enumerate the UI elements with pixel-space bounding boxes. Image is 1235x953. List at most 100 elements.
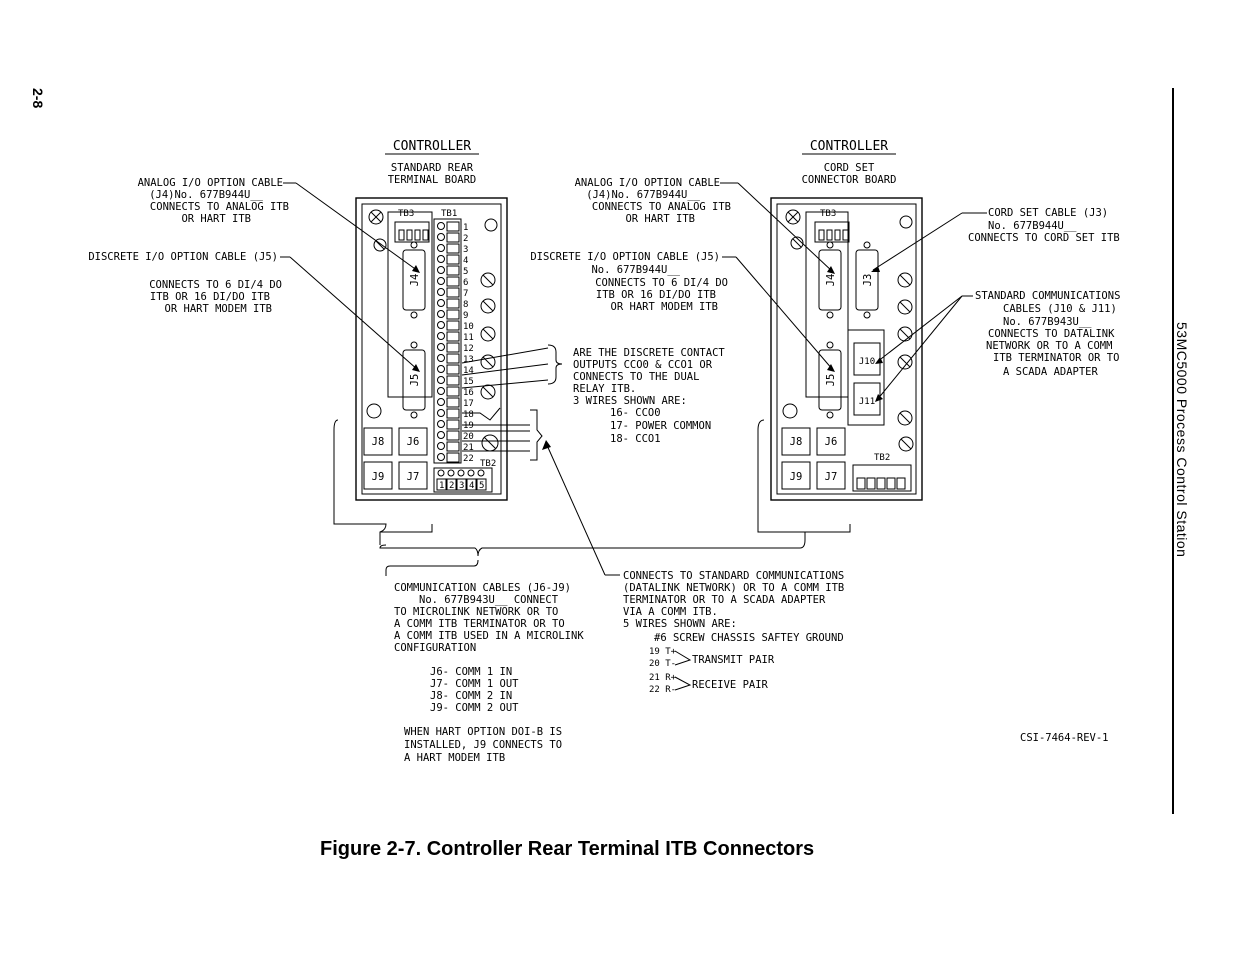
tb2-terminal-screw bbox=[467, 469, 475, 477]
tb2-terminal-number: 5 bbox=[479, 481, 484, 491]
pair-label: 20 T- bbox=[649, 659, 676, 669]
tb2-terminal-clamp bbox=[466, 478, 477, 491]
comm-leader bbox=[545, 442, 606, 576]
left-tb3-block bbox=[394, 221, 430, 243]
tb1-terminal-screw bbox=[437, 431, 445, 439]
left-j4-connector bbox=[402, 249, 426, 311]
tb1-terminal-screw bbox=[437, 409, 445, 417]
tb1-terminal-number: 22 bbox=[463, 454, 474, 464]
right-tb3-label: TB3 bbox=[820, 209, 836, 219]
left-screw-b bbox=[480, 298, 496, 314]
tb1-terminal-clamp bbox=[446, 265, 460, 276]
tb1-terminal-clamp bbox=[446, 232, 460, 243]
tb1-terminal-number: 9 bbox=[463, 311, 468, 321]
tb1-terminal-clamp bbox=[446, 408, 460, 419]
tb1-terminal-number: 6 bbox=[463, 278, 468, 288]
right-j4-connector bbox=[818, 249, 842, 311]
left-j9-label: J9 bbox=[372, 471, 385, 483]
figure-caption: Figure 2-7. Controller Rear Terminal ITB… bbox=[320, 838, 815, 860]
callout-discrete-contacts: ARE THE DISCRETE CONTACT OUTPUTS CCO0 & … bbox=[573, 347, 725, 445]
left-controller: CONTROLLER STANDARD REAR TERMINAL BOARD … bbox=[355, 139, 508, 501]
callout-line: INSTALLED, J9 CONNECTS TO bbox=[404, 739, 562, 751]
tb1-terminal-clamp bbox=[446, 254, 460, 265]
tb1-terminal-number: 21 bbox=[463, 443, 474, 453]
callout-analog-mid: ANALOG I/O OPTION CABLE (J4)No. 677B944U… bbox=[575, 177, 731, 225]
tb1-terminal-number: 5 bbox=[463, 267, 468, 277]
callout-line: 18- CCO1 bbox=[610, 433, 661, 445]
left-tb1-label: TB1 bbox=[441, 209, 457, 219]
callout-line: CONNECTS TO DATALINK bbox=[988, 328, 1115, 340]
tb1-terminal-screw bbox=[437, 354, 445, 362]
right-housing bbox=[770, 197, 923, 501]
tb2-terminal-screw bbox=[437, 469, 445, 477]
callout-line: A HART MODEM ITB bbox=[404, 752, 505, 764]
callout-analog-left: ANALOG I/O OPTION CABLE (J4)No. 677B944U… bbox=[138, 177, 289, 225]
left-screw-e bbox=[480, 384, 496, 400]
callout-cord-set: CORD SET CABLE (J3) No. 677B944U__ CONNE… bbox=[968, 207, 1120, 244]
callout-line: ANALOG I/O OPTION CABLE bbox=[575, 177, 720, 189]
tb1-terminal-number: 1 bbox=[463, 223, 468, 233]
callout-line: OR HART ITB bbox=[625, 213, 695, 225]
callout-line: CABLES (J10 & J11) bbox=[1003, 303, 1117, 315]
left-housing-inner bbox=[361, 203, 502, 495]
tb1-terminal-number: 8 bbox=[463, 300, 468, 310]
callout-line: A SCADA ADAPTER bbox=[1003, 366, 1099, 378]
tb1-terminal-screw bbox=[437, 244, 445, 252]
right-j3-label: J3 bbox=[862, 274, 874, 287]
callout-line: No. 677B943U__ CONNECT bbox=[419, 594, 559, 606]
tb1-terminal-clamp bbox=[446, 441, 460, 452]
tb2-terminal-number: 2 bbox=[449, 481, 454, 491]
callout-std-comm: STANDARD COMMUNICATIONS CABLES (J10 & J1… bbox=[975, 290, 1120, 378]
tb1-terminal-screw bbox=[437, 398, 445, 406]
tb1-terminal-screw bbox=[437, 299, 445, 307]
leader-lines bbox=[280, 182, 987, 402]
left-screw-d bbox=[480, 354, 496, 370]
callout-line: RELAY ITB. bbox=[573, 383, 636, 395]
callout-line: No. 677B944U__ bbox=[988, 220, 1077, 232]
tb1-terminal-number: 10 bbox=[463, 322, 474, 332]
right-j9-label: J9 bbox=[790, 471, 803, 483]
right-tb2-label: TB2 bbox=[874, 453, 890, 463]
left-screw-lower bbox=[366, 403, 382, 419]
callout-line: ITB OR 16 DI/DO ITB bbox=[150, 291, 270, 303]
tb1-terminal-screw bbox=[437, 255, 445, 263]
pair-label: 22 R- bbox=[649, 685, 676, 695]
callout-line: DISCRETE I/O OPTION CABLE (J5) bbox=[88, 251, 278, 263]
tb1-terminal-screw bbox=[437, 332, 445, 340]
left-j8-connector bbox=[363, 427, 393, 456]
tb1-terminal-number: 4 bbox=[463, 256, 468, 266]
tb2-terminal-screw bbox=[447, 469, 455, 477]
tb1-terminal-screw bbox=[437, 288, 445, 296]
tb1-terminal-screw bbox=[437, 376, 445, 384]
transmit-pair-label: TRANSMIT PAIR bbox=[692, 654, 775, 666]
callout-discrete-mid: DISCRETE I/O OPTION CABLE (J5) No. 677B9… bbox=[530, 251, 728, 313]
left-j7-label: J7 bbox=[407, 471, 420, 483]
callout-line: OR HART MODEM ITB bbox=[611, 301, 718, 313]
right-subheader-2: CONNECTOR BOARD bbox=[802, 174, 897, 186]
callout-line: J7- COMM 1 OUT bbox=[430, 678, 519, 690]
drawing-id: CSI-7464-REV-1 bbox=[1020, 732, 1109, 744]
callout-line: J8- COMM 2 IN bbox=[430, 690, 512, 702]
callout-line: ARE THE DISCRETE CONTACT bbox=[573, 347, 725, 359]
tb1-terminal-screw bbox=[437, 343, 445, 351]
tb1-terminal-screw bbox=[437, 321, 445, 329]
right-j8-connector bbox=[781, 427, 811, 456]
callout-line: TERMINATOR OR TO A SCADA ADAPTER bbox=[623, 594, 826, 606]
right-j11-label: J11 bbox=[859, 397, 875, 407]
left-tb2-block bbox=[433, 467, 493, 493]
callout-line: (DATALINK NETWORK) OR TO A COMM ITB bbox=[623, 582, 844, 594]
callout-line: ANALOG I/O OPTION CABLE bbox=[138, 177, 283, 189]
callout-line: CONNECTS TO STANDARD COMMUNICATIONS bbox=[623, 570, 844, 582]
tb1-terminal-clamp bbox=[446, 287, 460, 298]
callout-line: OR HART ITB bbox=[181, 213, 251, 225]
tb1-terminal-clamp bbox=[446, 320, 460, 331]
tb1-terminal-screw bbox=[437, 387, 445, 395]
tb1-terminal-number: 18 bbox=[463, 410, 474, 420]
tb1-terminal-screw bbox=[437, 222, 445, 230]
comm-wires bbox=[462, 407, 606, 576]
tb1-terminal-screw bbox=[437, 277, 445, 285]
callout-line: WHEN HART OPTION DOI-B IS bbox=[404, 726, 562, 738]
left-j9-connector bbox=[363, 461, 393, 490]
tb1-terminal-clamp bbox=[446, 243, 460, 254]
tb2-terminal-number: 4 bbox=[469, 481, 474, 491]
